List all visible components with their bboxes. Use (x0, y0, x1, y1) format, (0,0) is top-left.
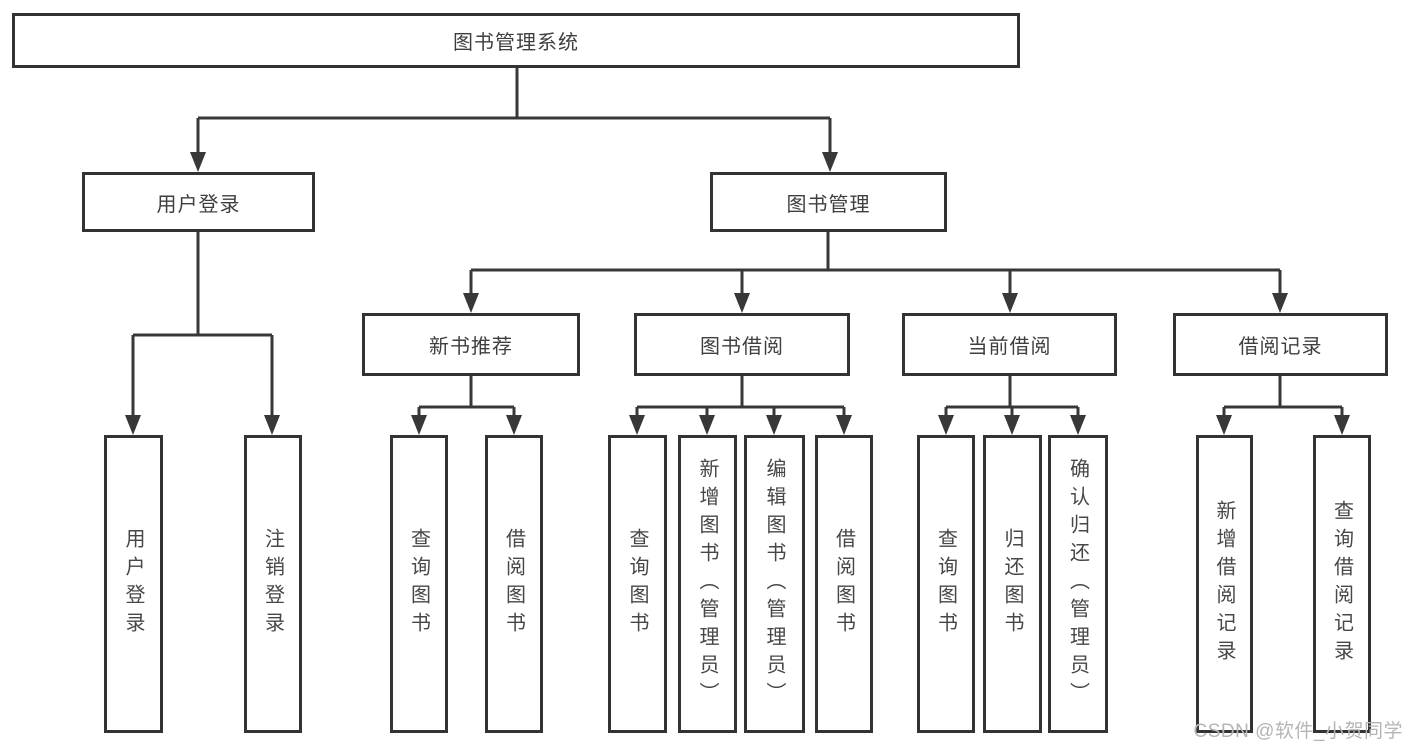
leaf-borrow-books-1: 借阅图书 (485, 435, 543, 733)
node-label: 图书管理系统 (453, 32, 579, 54)
node-user-login: 用户登录 (82, 172, 315, 232)
node-label: 查询图书 (626, 528, 648, 640)
connector-new-books-to-children (411, 376, 522, 435)
node-label: 新书推荐 (429, 336, 513, 358)
node-label: 查询图书 (934, 528, 957, 640)
leaf-logout: 注销登录 (244, 435, 302, 733)
node-label: 查询借阅记录 (1330, 500, 1353, 668)
leaf-return-books: 归还图书 (983, 435, 1042, 733)
connector-book-mgmt-to-level3 (463, 232, 1288, 313)
node-label: 用户登录 (156, 193, 241, 216)
node-label: 借阅图书 (832, 528, 855, 640)
leaf-query-books-3: 查询图书 (917, 435, 975, 733)
leaf-user-login: 用户登录 (104, 435, 163, 733)
node-label: 用户登录 (122, 528, 144, 640)
leaf-confirm-return-admin: 确认归还（管理员） (1048, 435, 1108, 733)
node-label: 借阅记录 (1238, 336, 1323, 358)
node-label: 新增图书（管理员） (696, 458, 718, 710)
leaf-add-borrow-record: 新增借阅记录 (1196, 435, 1253, 733)
node-label: 归还图书 (1001, 528, 1023, 640)
leaf-edit-books-admin: 编辑图书（管理员） (744, 435, 805, 733)
node-label: 当前借阅 (967, 336, 1052, 358)
node-book-borrowing: 图书借阅 (634, 313, 850, 376)
node-label: 确认归还（管理员） (1066, 458, 1089, 710)
node-label: 图书借阅 (700, 336, 784, 358)
connector-root-to-level2 (190, 68, 838, 172)
node-label: 查询图书 (407, 528, 430, 640)
node-label: 图书管理 (786, 193, 871, 216)
connector-book-borrow-to-children (629, 376, 852, 435)
leaf-borrow-books-2: 借阅图书 (815, 435, 873, 733)
connector-borrow-records-to-children (1216, 376, 1350, 435)
connector-user-login-to-children (125, 232, 280, 435)
leaf-query-books-2: 查询图书 (608, 435, 667, 733)
node-label: 新增借阅记录 (1213, 500, 1235, 668)
leaf-add-books-admin: 新增图书（管理员） (678, 435, 737, 733)
csdn-watermark: CSDN @软件_小贺同学 (1193, 721, 1403, 742)
node-new-book-recommend: 新书推荐 (362, 313, 580, 376)
leaf-query-borrow-record: 查询借阅记录 (1313, 435, 1371, 733)
connector-current-borrow-to-children (938, 376, 1086, 435)
node-book-management: 图书管理 (710, 172, 947, 232)
node-library-management-system: 图书管理系统 (12, 13, 1020, 68)
node-borrowing-records: 借阅记录 (1173, 313, 1388, 376)
leaf-query-books-1: 查询图书 (390, 435, 448, 733)
node-label: 借阅图书 (502, 528, 525, 640)
node-label: 编辑图书（管理员） (763, 458, 785, 710)
node-label: 注销登录 (261, 528, 284, 640)
node-current-borrowing: 当前借阅 (902, 313, 1117, 376)
